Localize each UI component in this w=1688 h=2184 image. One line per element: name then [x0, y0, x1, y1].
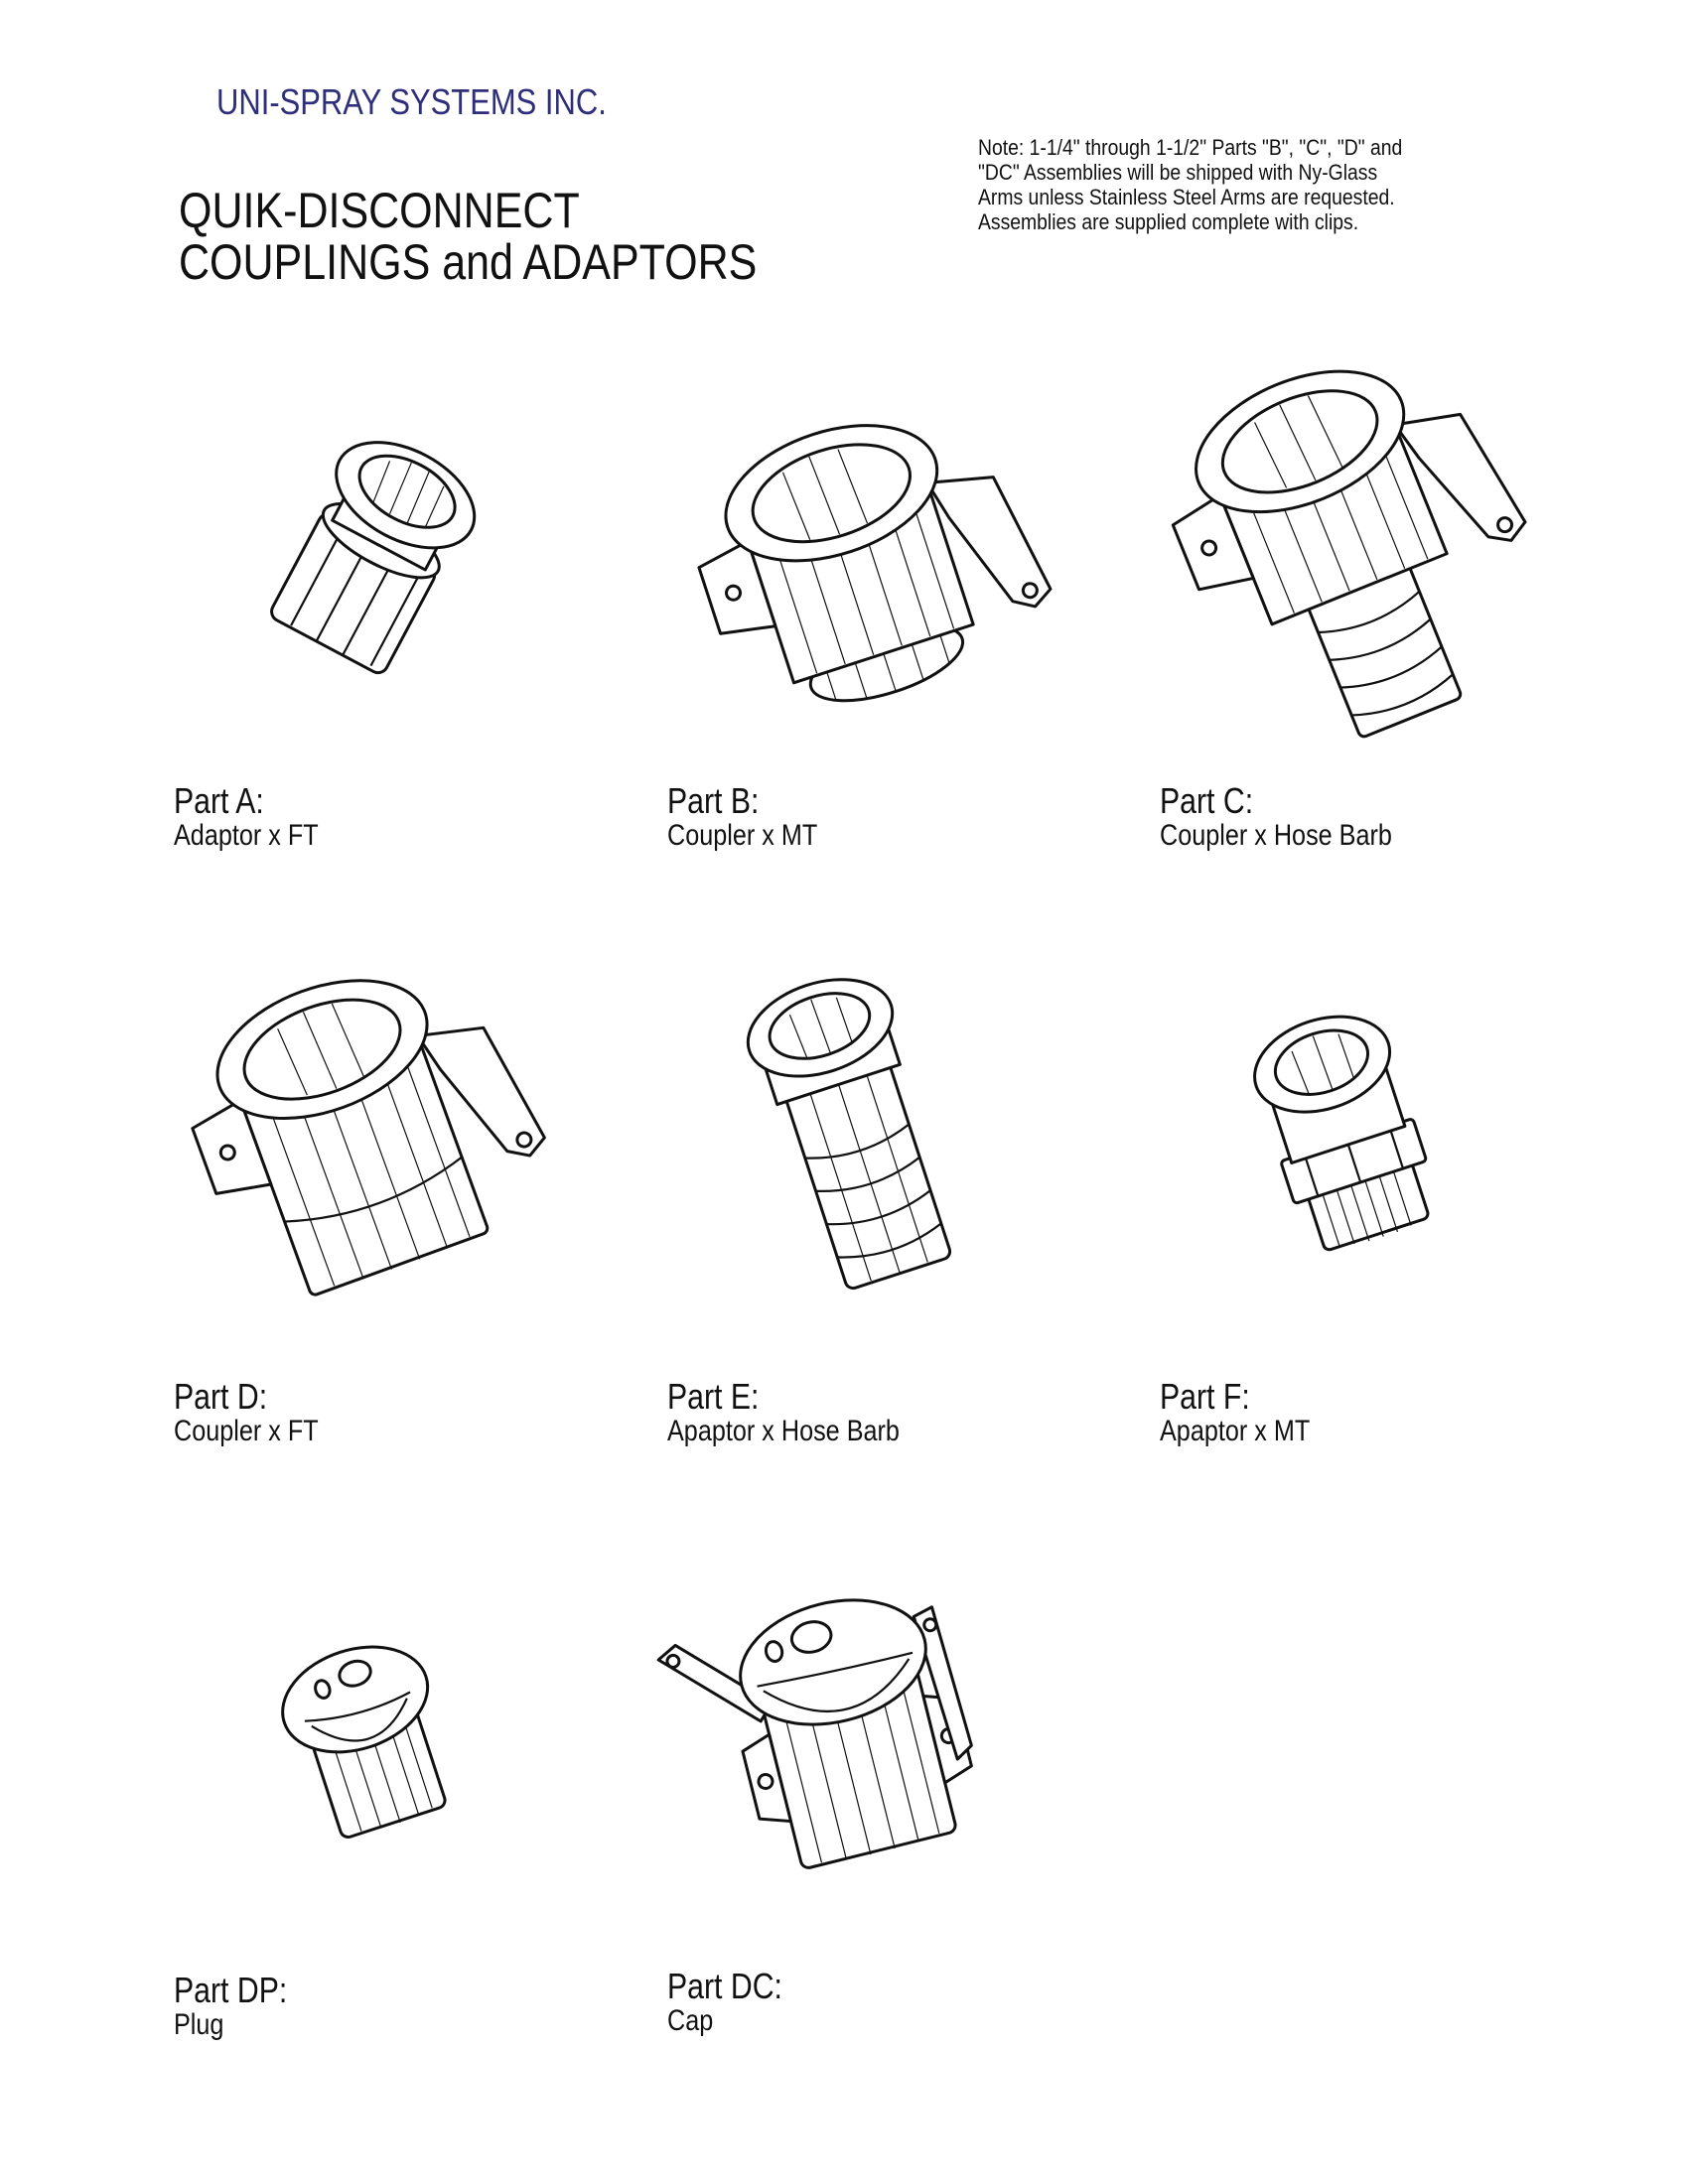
- part-name: Part DC:: [667, 1966, 782, 2006]
- part-dc-label: Part DC: Cap: [667, 1968, 782, 2037]
- part-description: Adaptor x FT: [174, 819, 319, 852]
- part-dp-label: Part DP: Plug: [174, 1972, 287, 2041]
- part-description: Apaptor x Hose Barb: [667, 1415, 900, 1447]
- part-description: Apaptor x MT: [1160, 1415, 1311, 1447]
- coupler-male-thread-illustration: [697, 424, 1053, 703]
- note-line: Note: 1-1/4" through 1-1/2" Parts "B", "…: [978, 135, 1403, 160]
- note-line: "DC" Assemblies will be shipped with Ny-…: [978, 160, 1378, 185]
- part-description: Coupler x MT: [667, 819, 818, 852]
- note-line: Assemblies are supplied complete with cl…: [978, 209, 1359, 234]
- part-description: Plug: [174, 2008, 224, 2041]
- dust-cap-illustration: [656, 1598, 973, 1869]
- part-f-label: Part F: Apaptor x MT: [1160, 1378, 1310, 1447]
- part-name: Part C:: [1160, 780, 1254, 821]
- part-d-label: Part D: Coupler x FT: [174, 1378, 319, 1447]
- page-title: QUIK-DISCONNECT COUPLINGS and ADAPTORS: [179, 185, 757, 288]
- company-name: UNI-SPRAY SYSTEMS INC.: [216, 81, 607, 122]
- part-name: Part B:: [667, 780, 760, 821]
- part-c-label: Part C: Coupler x Hose Barb: [1160, 782, 1392, 852]
- title-line-2: COUPLINGS and ADAPTORS: [179, 234, 758, 290]
- coupler-hose-barb-illustration: [1171, 369, 1527, 739]
- adaptor-female-thread-illustration: [270, 441, 477, 675]
- part-name: Part A:: [174, 780, 264, 821]
- part-name: Part F:: [1160, 1376, 1250, 1417]
- note-line: Arms unless Stainless Steel Arms are req…: [978, 185, 1395, 209]
- adaptor-male-thread-illustration: [1253, 1015, 1430, 1252]
- part-description: Coupler x Hose Barb: [1160, 819, 1392, 852]
- part-name: Part DP:: [174, 1970, 288, 2010]
- part-a-label: Part A: Adaptor x FT: [174, 782, 319, 852]
- shipping-note: Note: 1-1/4" through 1-1/2" Parts "B", "…: [978, 135, 1520, 234]
- part-name: Part D:: [174, 1376, 268, 1417]
- part-description: Cap: [667, 2004, 714, 2037]
- title-line-1: QUIK-DISCONNECT: [179, 183, 580, 238]
- part-b-label: Part B: Coupler x MT: [667, 782, 817, 852]
- part-name: Part E:: [667, 1376, 760, 1417]
- adaptor-hose-barb-illustration: [746, 978, 952, 1291]
- part-description: Coupler x FT: [174, 1415, 319, 1447]
- part-e-label: Part E: Apaptor x Hose Barb: [667, 1378, 900, 1447]
- coupler-female-thread-illustration: [191, 979, 546, 1297]
- dust-plug-illustration: [281, 1645, 447, 1840]
